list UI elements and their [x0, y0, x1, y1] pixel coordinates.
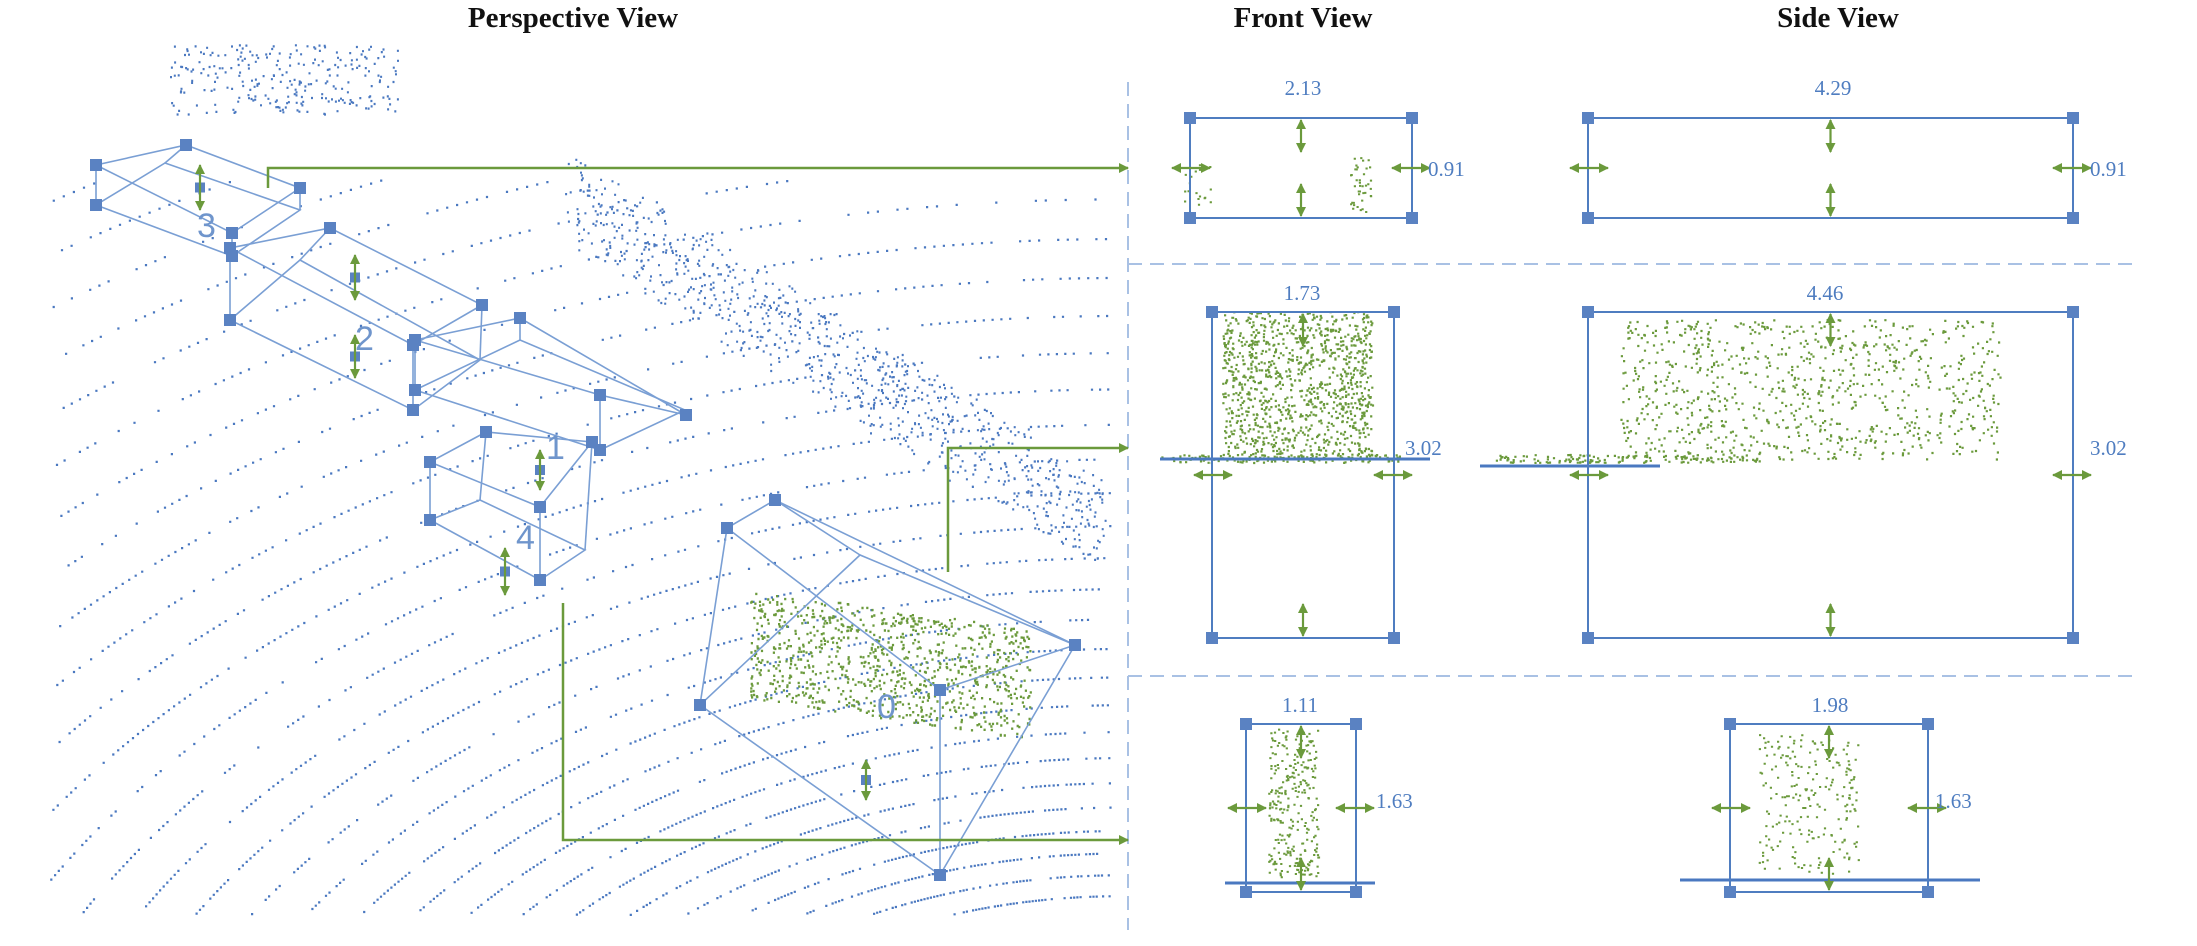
box-3-handle [180, 139, 192, 151]
box-2-handle [224, 242, 236, 254]
box-3-handle [90, 159, 102, 171]
side-view-pedestrian-points [1758, 734, 1860, 875]
side-view-car-points [1495, 319, 2002, 464]
box-4-handle [424, 514, 436, 526]
side-height-row-2: 3.02 [2090, 436, 2127, 460]
box-2-handle [476, 299, 488, 311]
box-3-handle [294, 182, 306, 194]
front-view-box-row-1-corner-handle [1406, 212, 1418, 224]
object-id-2: 2 [355, 320, 374, 358]
row-1-sparse-points [1184, 157, 1373, 213]
box-4-edge [479, 431, 487, 501]
side-length-row-3: 1.98 [1812, 693, 1849, 717]
box-1-handle [514, 312, 526, 324]
box-0-handle [721, 522, 733, 534]
box-4-top [428, 431, 594, 508]
front-view-car-points [1161, 311, 1401, 465]
object-id-0: 0 [877, 688, 896, 726]
front-view-box-row-2-corner-handle [1206, 632, 1218, 644]
front-view-box-row-3-corner-handle [1240, 718, 1252, 730]
side-view-box-row-2-corner-handle [1582, 632, 1594, 644]
side-view-box-row-3-corner-handle [1922, 718, 1934, 730]
box-1-top [414, 317, 687, 416]
box-1-handle [409, 384, 421, 396]
side-view-box-row-2-corner-handle [2067, 306, 2079, 318]
front-height-row-2: 3.02 [1405, 436, 1442, 460]
front-view-box-row-3-corner-handle [1350, 718, 1362, 730]
box-1-handle [594, 389, 606, 401]
side-view-box-row-2 [1587, 311, 2074, 639]
leader-arrow-row-1 [266, 163, 1129, 188]
front-width-row-3: 1.11 [1282, 693, 1318, 717]
box-2-handle [324, 222, 336, 234]
box-4-handle [480, 426, 492, 438]
leader-arrow-row-3 [561, 603, 1129, 845]
front-view-box-row-2-corner-handle [1206, 306, 1218, 318]
side-view-box-row-3-corner-handle [1724, 718, 1736, 730]
box-3-handle [226, 227, 238, 239]
side-view-box-row-1-corner-handle [2067, 112, 2079, 124]
box-1-handle [594, 444, 606, 456]
side-length-row-1: 4.29 [1815, 76, 1852, 100]
object-id-4: 4 [516, 519, 535, 557]
leader-arrow-row-2 [946, 443, 1129, 572]
side-view-box-row-1-corner-handle [2067, 212, 2079, 224]
front-view-title: Front View [1233, 2, 1373, 34]
box-0-edge [699, 527, 728, 706]
side-view-box-row-3-corner-handle [1724, 886, 1736, 898]
front-height-row-1: 0.91 [1428, 157, 1465, 181]
box-0-handle [1069, 639, 1081, 651]
box-2-handle [407, 404, 419, 416]
box-1-handle [680, 409, 692, 421]
object-id-3: 3 [197, 207, 216, 245]
side-view-box-row-2-corner-handle [1582, 306, 1594, 318]
box-4-handle [534, 574, 546, 586]
side-view-box-row-2-corner-handle [2067, 632, 2079, 644]
side-view-box-row-3-corner-handle [1922, 886, 1934, 898]
box-0-handle [769, 494, 781, 506]
front-view-box-row-2 [1211, 311, 1395, 639]
box-1-handle [409, 334, 421, 346]
front-height-row-3: 1.63 [1376, 789, 1413, 813]
front-view-box-row-1-corner-handle [1184, 112, 1196, 124]
box-0-handle [934, 684, 946, 696]
side-height-row-3: 1.63 [1935, 789, 1972, 813]
side-height-row-1: 0.91 [2090, 157, 2127, 181]
box-0-handle [694, 699, 706, 711]
perspective-view-title: Perspective View [467, 2, 679, 34]
side-length-row-2: 4.46 [1807, 281, 1844, 305]
lidar-ground-rings [50, 44, 1112, 916]
box-4-handle [424, 456, 436, 468]
front-view-box-row-1-corner-handle [1184, 212, 1196, 224]
box-2-handle [224, 314, 236, 326]
front-width-row-1: 2.13 [1285, 76, 1322, 100]
box-4-handle [534, 501, 546, 513]
front-view-pedestrian-points [1268, 728, 1321, 879]
box-4-edge [584, 441, 593, 551]
background-point-cloud [50, 44, 1112, 916]
side-view-box-row-1-corner-handle [1582, 112, 1594, 124]
box-0-edge [774, 499, 861, 556]
side-view-box-row-1-corner-handle [1582, 212, 1594, 224]
front-view-box-row-2-corner-handle [1388, 632, 1400, 644]
front-view-box-row-3-corner-handle [1240, 886, 1252, 898]
box-0-handle [934, 869, 946, 881]
ground-line-points [1160, 457, 1980, 885]
box-3-handle [90, 199, 102, 211]
front-view-box-row-2-corner-handle [1388, 306, 1400, 318]
side-view-title: Side View [1777, 2, 1899, 34]
object-id-1: 1 [546, 429, 565, 467]
front-view-box-row-3-corner-handle [1350, 886, 1362, 898]
box-2-edge [479, 304, 483, 361]
front-width-row-2: 1.73 [1284, 281, 1321, 305]
front-view-box-row-1-corner-handle [1406, 112, 1418, 124]
